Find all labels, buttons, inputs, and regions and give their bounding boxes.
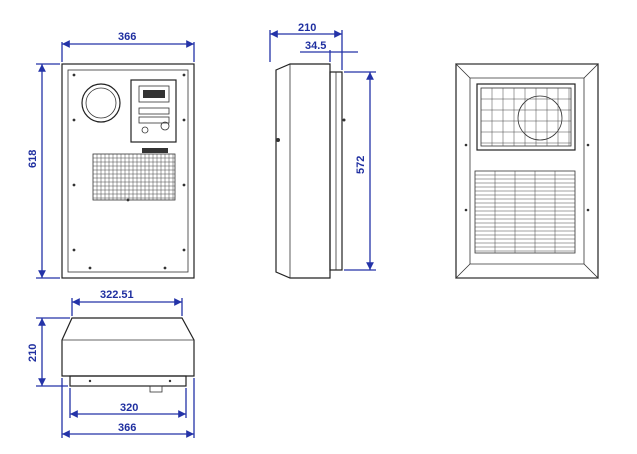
side-view bbox=[275, 63, 346, 279]
bottom-outer-width-label: 366 bbox=[118, 422, 136, 434]
rear-grille bbox=[474, 170, 576, 254]
front-view bbox=[61, 63, 195, 279]
side-offset-label: 34.5 bbox=[305, 40, 326, 52]
bottom-inner-width-label: 320 bbox=[120, 402, 138, 414]
fan-opening-icon bbox=[81, 83, 121, 123]
rear-view bbox=[455, 63, 599, 279]
bottom-height-label: 210 bbox=[27, 344, 39, 362]
side-height-label: 572 bbox=[355, 156, 367, 174]
front-dimensions: 366 618 bbox=[27, 31, 195, 279]
side-dimensions: 210 34.5 572 bbox=[269, 22, 376, 271]
front-height-label: 618 bbox=[27, 150, 39, 168]
rear-fan-guard bbox=[476, 83, 576, 151]
front-grille bbox=[92, 153, 176, 201]
side-hinge-icon bbox=[276, 138, 280, 142]
controller-panel bbox=[130, 79, 177, 143]
side-depth-label: 210 bbox=[298, 22, 316, 34]
bottom-dimensions: 322.51 210 320 366 bbox=[27, 289, 195, 438]
front-width-label: 366 bbox=[118, 31, 136, 43]
display-icon bbox=[138, 85, 170, 103]
bottom-top-width-label: 322.51 bbox=[100, 289, 134, 301]
bottom-view bbox=[61, 317, 195, 393]
